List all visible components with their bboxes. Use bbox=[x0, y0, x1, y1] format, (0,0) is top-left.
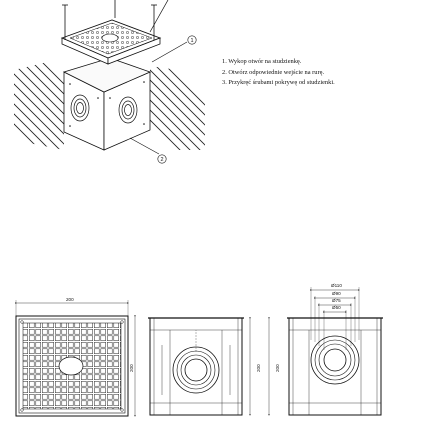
dim-height-front: 200 bbox=[256, 364, 261, 372]
instruction-step-1: 1. Wykop otwór na studzienkę. bbox=[222, 58, 302, 65]
instruction-step-3: 3. Przykręć śrubami pokrywę od studzienk… bbox=[222, 79, 335, 87]
dim-d50: Ø50 bbox=[332, 305, 341, 310]
diameter-labels: Ø110 Ø90 Ø75 Ø50 bbox=[331, 283, 342, 310]
dim-height-top: 200 bbox=[129, 364, 134, 372]
dim-d110: Ø110 bbox=[331, 283, 342, 288]
dim-height-side: 200 bbox=[275, 364, 280, 372]
screws bbox=[62, 0, 157, 40]
isometric-assembly-view: 1 2 bbox=[14, 0, 205, 164]
svg-text:2: 2 bbox=[160, 157, 163, 163]
svg-text:1: 1 bbox=[190, 38, 193, 44]
installation-instructions: 1. Wykop otwór na studzienkę. 2. Otwórz … bbox=[222, 57, 427, 89]
dim-d75: Ø75 bbox=[332, 298, 341, 303]
panel-bolts bbox=[69, 81, 145, 127]
side-view: 200 bbox=[268, 287, 383, 416]
pipe-inlet-right bbox=[118, 96, 138, 124]
top-view: 200 200 bbox=[15, 297, 136, 417]
leader-arrow bbox=[149, 0, 169, 33]
callout-1: 1 bbox=[151, 35, 197, 63]
grate-lid bbox=[60, 19, 162, 65]
pipe-inlet-left bbox=[70, 94, 90, 122]
callout-2: 2 bbox=[129, 137, 167, 164]
dim-d90: Ø90 bbox=[332, 291, 341, 296]
front-view: 200 bbox=[148, 317, 261, 416]
instruction-step-2: 2. Otwórz odpowiednie wejście na rurę. bbox=[222, 68, 325, 76]
dim-width: 200 bbox=[66, 297, 74, 302]
soil-hatching-right bbox=[150, 66, 205, 150]
